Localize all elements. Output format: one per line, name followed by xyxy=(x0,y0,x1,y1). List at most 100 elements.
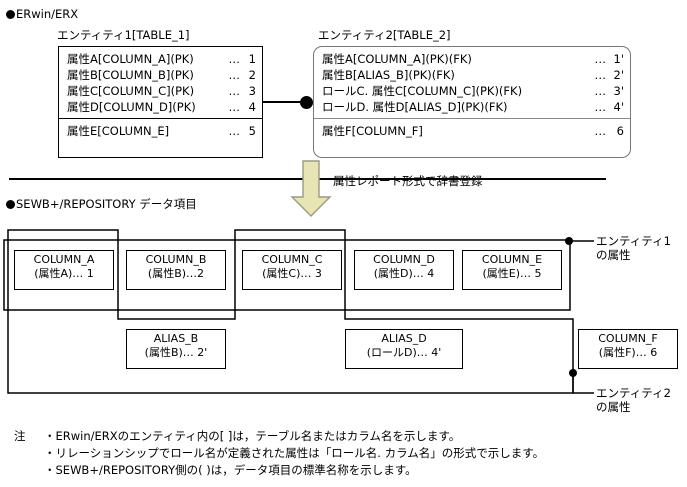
entity2-row: 属性A[COLUMN_A](PK)(FK) … 1' xyxy=(314,51,630,67)
filled-circle-bullet-icon xyxy=(6,10,15,19)
attribute-marker: … xyxy=(594,100,607,114)
repository-item-column-d[interactable]: COLUMN_D (属性D)… 4 xyxy=(354,250,454,290)
down-arrow-icon xyxy=(290,160,332,218)
callout-entity2-attributes: エンティティ2 の属性 xyxy=(596,386,671,414)
attribute-marker: … xyxy=(228,124,241,138)
callout-dot-icon xyxy=(569,369,577,377)
attribute-label: 属性C[COLUMN_C](PK) xyxy=(67,84,195,98)
entity2-box[interactable]: 属性A[COLUMN_A](PK)(FK) … 1' 属性B[ALIAS_B](… xyxy=(313,46,631,158)
column-sub: (属性D)… 4 xyxy=(373,267,435,280)
attribute-label: 属性B[ALIAS_B](PK)(FK) xyxy=(322,68,455,82)
attribute-marker: … xyxy=(594,68,607,82)
attribute-label: ロールC. 属性C[COLUMN_C](PK)(FK) xyxy=(322,84,523,98)
entity1-row: 属性C[COLUMN_C](PK) … 3 xyxy=(59,83,262,99)
attribute-label: 属性A[COLUMN_A](PK) xyxy=(67,52,194,66)
attribute-label: 属性B[COLUMN_B](PK) xyxy=(67,68,194,82)
column-sub: (属性A)… 1 xyxy=(34,267,94,280)
filled-circle-bullet-icon xyxy=(6,200,15,209)
column-name: COLUMN_B xyxy=(145,253,207,266)
note-line: ・リレーションシップでロール名が定義された属性は「ロール名. カラム名」の形式で… xyxy=(44,446,545,460)
attribute-label: 属性E[COLUMN_E] xyxy=(67,124,170,138)
column-sub: (属性B)… 2' xyxy=(144,346,208,359)
attribute-number: 5 xyxy=(248,124,256,138)
entity2-caption: エンティティ2[TABLE_2] xyxy=(318,28,451,42)
footer-notes: 注 ・ERwin/ERXのエンティティ内の[ ]は，テーブル名またはカラム名を示… xyxy=(0,428,687,479)
attribute-marker: … xyxy=(228,52,241,66)
attribute-marker: … xyxy=(594,84,607,98)
callout-line-2: の属性 xyxy=(596,248,631,262)
column-name: COLUMN_E xyxy=(481,253,543,266)
repository-item-column-c[interactable]: COLUMN_C (属性C)… 3 xyxy=(242,250,342,290)
entity1-row: 属性A[COLUMN_A](PK) … 1 xyxy=(59,51,262,67)
entity1-primary-rows: 属性A[COLUMN_A](PK) … 1 属性B[COLUMN_B](PK) … xyxy=(59,47,262,118)
attribute-number: 6 xyxy=(616,124,624,138)
notes-label: 注 xyxy=(14,429,26,443)
notes-body: ・ERwin/ERXのエンティティ内の[ ]は，テーブル名またはカラム名を示しま… xyxy=(44,428,687,479)
entity1-other-rows: 属性E[COLUMN_E] … 5 xyxy=(59,119,262,142)
column-name: COLUMN_A xyxy=(33,253,95,266)
repository-section-heading: SEWB+/REPOSITORY データ項目 xyxy=(6,198,197,211)
callout-line-1: エンティティ1 xyxy=(596,234,671,248)
attribute-label: 属性A[COLUMN_A](PK)(FK) xyxy=(322,52,472,66)
repository-item-alias-d[interactable]: ALIAS_D (ロールD)… 4' xyxy=(345,329,463,369)
attribute-marker: … xyxy=(594,52,607,66)
attribute-number: 1 xyxy=(248,52,256,66)
repository-section-heading-label: SEWB+/REPOSITORY データ項目 xyxy=(16,197,197,211)
attribute-marker: … xyxy=(594,124,607,138)
note-line: ・SEWB+/REPOSITORY側の( )は，データ項目の標準名称を示します。 xyxy=(44,463,417,477)
repository-item-alias-b[interactable]: ALIAS_B (属性B)… 2' xyxy=(126,329,226,369)
erwin-section-heading: ERwin/ERX xyxy=(6,8,78,21)
column-name: COLUMN_C xyxy=(261,253,323,266)
entity2-primary-rows: 属性A[COLUMN_A](PK)(FK) … 1' 属性B[ALIAS_B](… xyxy=(314,47,630,118)
attribute-label: 属性D[COLUMN_D](PK) xyxy=(67,100,196,114)
column-sub: (属性F)… 6 xyxy=(598,346,658,359)
attribute-number: 2 xyxy=(248,68,256,82)
attribute-label: 属性F[COLUMN_F] xyxy=(322,124,423,138)
callout-dot-icon xyxy=(565,237,573,245)
column-sub: (属性E)… 5 xyxy=(482,267,542,280)
note-line: ・ERwin/ERXのエンティティ内の[ ]は，テーブル名またはカラム名を示しま… xyxy=(44,429,461,443)
attribute-label: ロールD. 属性D[ALIAS_D](PK)(FK) xyxy=(322,100,508,114)
column-sub: (属性C)… 3 xyxy=(262,267,322,280)
attribute-number: 4' xyxy=(613,100,624,114)
entity1-divider xyxy=(59,118,262,119)
entity2-group-outline xyxy=(7,229,574,394)
repository-item-column-f[interactable]: COLUMN_F (属性F)… 6 xyxy=(578,329,678,369)
repository-item-column-e[interactable]: COLUMN_E (属性E)… 5 xyxy=(462,250,562,290)
column-name: ALIAS_B xyxy=(153,332,199,345)
callout-line-2: の属性 xyxy=(596,400,631,414)
entity1-caption: エンティティ1[TABLE_1] xyxy=(57,28,190,42)
relationship-connector-dot-icon xyxy=(300,96,313,109)
arrow-label: 属性レポート形式で辞書登録 xyxy=(333,174,483,188)
attribute-number: 3 xyxy=(248,84,256,98)
repository-item-column-a[interactable]: COLUMN_A (属性A)… 1 xyxy=(14,250,114,290)
entity2-row: ロールD. 属性D[ALIAS_D](PK)(FK) … 4' xyxy=(314,99,630,115)
attribute-marker: … xyxy=(228,100,241,114)
attribute-marker: … xyxy=(228,68,241,82)
entity1-row: 属性D[COLUMN_D](PK) … 4 xyxy=(59,99,262,115)
column-sub: (属性B)…2 xyxy=(147,267,205,280)
repository-item-column-b[interactable]: COLUMN_B (属性B)…2 xyxy=(126,250,226,290)
column-name: COLUMN_D xyxy=(373,253,435,266)
column-name: COLUMN_F xyxy=(598,332,658,345)
entity2-row: ロールC. 属性C[COLUMN_C](PK)(FK) … 3' xyxy=(314,83,630,99)
attribute-number: 2' xyxy=(613,68,624,82)
column-sub: (ロールD)… 4' xyxy=(366,346,442,359)
column-name: ALIAS_D xyxy=(381,332,427,345)
callout-entity1-attributes: エンティティ1 の属性 xyxy=(596,234,671,262)
attribute-number: 4 xyxy=(248,100,256,114)
attribute-marker: … xyxy=(228,84,241,98)
entity1-box[interactable]: 属性A[COLUMN_A](PK) … 1 属性B[COLUMN_B](PK) … xyxy=(58,46,263,158)
entity1-group-outline xyxy=(3,239,571,311)
relationship-line xyxy=(263,101,306,103)
entity2-other-rows: 属性F[COLUMN_F] … 6 xyxy=(314,119,630,142)
entity2-row: 属性B[ALIAS_B](PK)(FK) … 2' xyxy=(314,67,630,83)
erwin-section-heading-label: ERwin/ERX xyxy=(16,7,79,21)
callout-line-1: エンティティ2 xyxy=(596,386,671,400)
attribute-number: 1' xyxy=(613,52,624,66)
attribute-number: 3' xyxy=(613,84,624,98)
entity2-row: 属性F[COLUMN_F] … 6 xyxy=(314,123,630,139)
entity1-row: 属性B[COLUMN_B](PK) … 2 xyxy=(59,67,262,83)
